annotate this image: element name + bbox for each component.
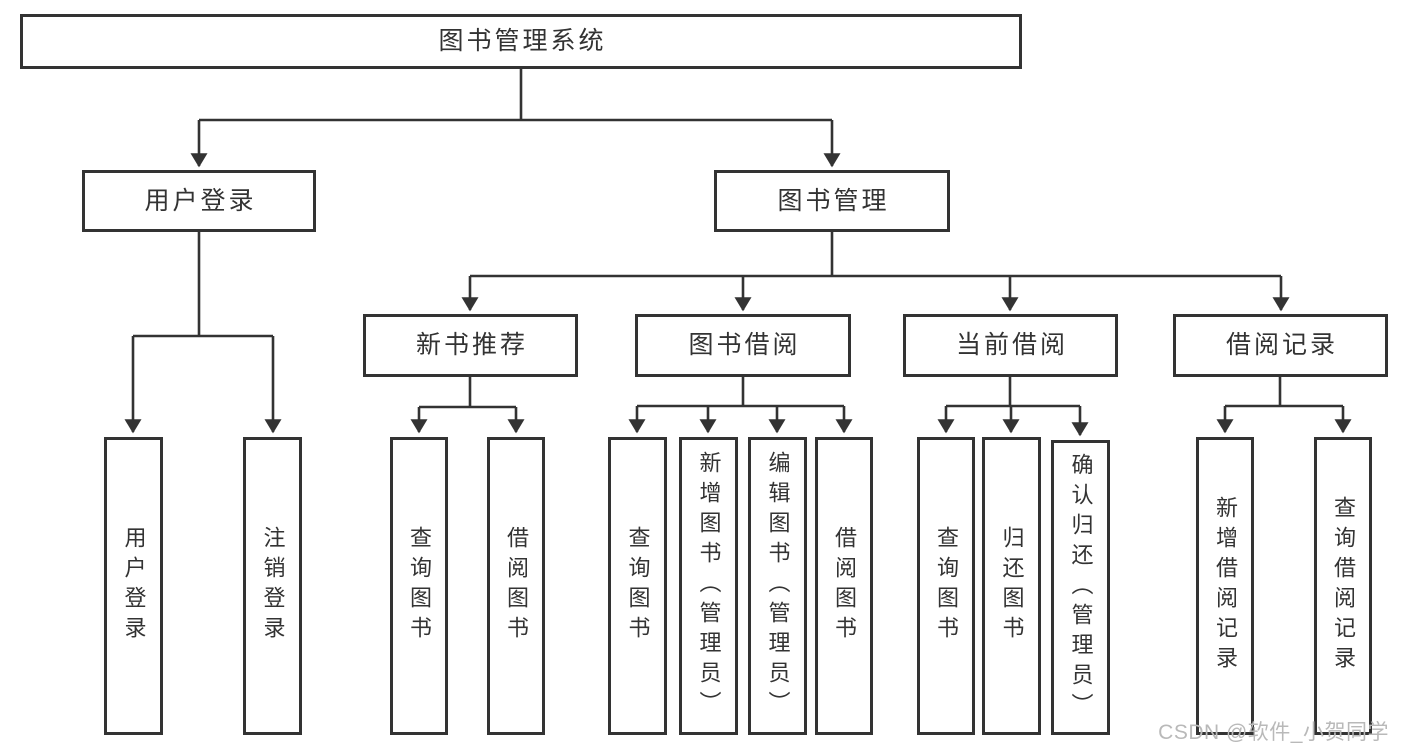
node-cb-query-book: 查询图书 [917, 437, 975, 735]
node-logout-action: 注销登录 [243, 437, 302, 735]
node-bb-query-book: 查询图书 [608, 437, 667, 735]
node-nb-query-book-label: 查询图书 [407, 526, 432, 646]
node-cb-confirm-return-admin-label: 确认归还（管理员） [1068, 452, 1094, 723]
csdn-watermark: CSDN @软件_小贺同学 [1158, 721, 1389, 744]
node-user-login-action: 用户登录 [104, 437, 163, 735]
node-user-login-action-label: 用户登录 [121, 526, 147, 646]
node-br-query-record: 查询借阅记录 [1314, 437, 1372, 735]
node-cb-query-book-label: 查询图书 [934, 526, 959, 646]
node-new-book-recommend: 新书推荐 [363, 314, 578, 377]
node-br-query-record-label: 查询借阅记录 [1331, 496, 1356, 676]
node-cb-return-book-label: 归还图书 [999, 526, 1025, 646]
node-bb-add-book-admin-label: 新增图书（管理员） [696, 451, 722, 721]
node-bb-query-book-label: 查询图书 [625, 526, 651, 646]
node-book-management: 图书管理 [714, 170, 950, 232]
node-bb-edit-book-admin: 编辑图书（管理员） [748, 437, 807, 735]
node-nb-borrow-book-label: 借阅图书 [504, 526, 529, 646]
node-root-label: 图书管理系统 [438, 27, 607, 55]
node-cb-return-book: 归还图书 [982, 437, 1041, 735]
node-br-add-record: 新增借阅记录 [1196, 437, 1254, 735]
node-bb-add-book-admin: 新增图书（管理员） [679, 437, 738, 735]
node-cb-confirm-return-admin: 确认归还（管理员） [1051, 440, 1110, 735]
node-bb-borrow-book: 借阅图书 [815, 437, 873, 735]
node-new-book-recommend-label: 新书推荐 [415, 331, 528, 359]
node-br-add-record-label: 新增借阅记录 [1213, 496, 1238, 676]
node-nb-query-book: 查询图书 [390, 437, 448, 735]
node-book-borrow: 图书借阅 [635, 314, 851, 377]
node-bb-borrow-book-label: 借阅图书 [832, 526, 857, 646]
node-nb-borrow-book: 借阅图书 [487, 437, 545, 735]
node-bb-edit-book-admin-label: 编辑图书（管理员） [765, 451, 791, 721]
node-logout-action-label: 注销登录 [260, 526, 286, 646]
node-user-login-label: 用户登录 [144, 186, 257, 215]
node-borrow-record: 借阅记录 [1173, 314, 1388, 377]
node-current-borrow-label: 当前借阅 [955, 331, 1068, 359]
node-book-management-label: 图书管理 [777, 186, 890, 215]
node-current-borrow: 当前借阅 [903, 314, 1118, 377]
node-borrow-record-label: 借阅记录 [1225, 331, 1338, 359]
node-root: 图书管理系统 [20, 14, 1022, 69]
node-book-borrow-label: 图书借阅 [688, 331, 801, 359]
node-user-login: 用户登录 [82, 170, 316, 232]
